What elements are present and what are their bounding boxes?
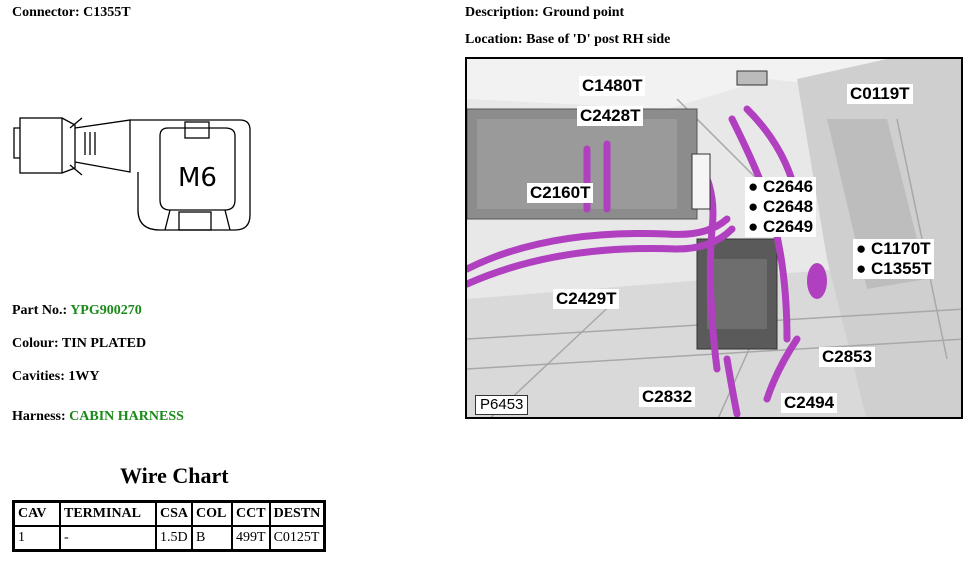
wire-chart-table: CAV TERMINAL CSA COL CCT DESTN 1 - 1.5D … — [12, 500, 327, 552]
callout-c1170t: ● C1170T — [853, 239, 934, 259]
col-header-destn: DESTN — [268, 500, 326, 527]
colour-value: TIN PLATED — [61, 336, 147, 351]
location-line: Location: Base of 'D' post RH side — [465, 32, 670, 48]
col-header-csa: CSA — [154, 500, 194, 527]
callout-c2649-label: C2649 — [763, 217, 814, 236]
harness-line: Harness: CABIN HARNESS — [12, 409, 184, 425]
callout-c0119t: C0119T — [847, 84, 913, 104]
cavities-line: Cavities: 1WY — [12, 369, 100, 385]
cell-cav: 1 — [12, 525, 61, 552]
connector-value: C1355T — [83, 5, 131, 20]
location-value: Base of 'D' post RH side — [526, 32, 671, 47]
description-label: Description: — [465, 5, 539, 20]
cell-destn: C0125T — [268, 525, 326, 552]
location-photo: C1480T C0119T C2428T C2160T ● C2646 ● C2… — [465, 57, 963, 419]
description-value: Ground point — [542, 5, 625, 20]
location-label: Location: — [465, 32, 523, 47]
part-label: Part No.: — [12, 303, 68, 318]
col-header-col: COL — [191, 500, 234, 527]
harness-value-link[interactable]: CABIN HARNESS — [69, 409, 184, 424]
connector-label: Connector: — [12, 5, 80, 20]
part-line: Part No.: YPG900270 — [12, 303, 142, 319]
callout-c2832: C2832 — [639, 387, 696, 407]
callout-c2648-label: C2648 — [763, 197, 814, 216]
cavities-label: Cavities: — [12, 369, 65, 384]
col-header-terminal: TERMINAL — [59, 500, 157, 527]
callout-c2428t: C2428T — [577, 106, 644, 126]
callout-c2646: ● C2646 — [745, 177, 817, 197]
connector-face-label: M6 — [178, 163, 217, 193]
cell-cct: 499T — [231, 525, 271, 552]
colour-line: Colour: TIN PLATED — [12, 336, 146, 352]
cavities-value: 1WY — [68, 369, 100, 384]
callout-c2648: ● C2648 — [745, 197, 817, 217]
wire-chart-header-row: CAV TERMINAL CSA COL CCT DESTN — [12, 500, 326, 527]
callout-c1355t-label: C1355T — [871, 259, 932, 278]
callout-c2853: C2853 — [819, 347, 876, 367]
part-value-link[interactable]: YPG900270 — [70, 303, 142, 318]
callout-c2160t: C2160T — [527, 183, 594, 203]
callout-c1170t-label: C1170T — [871, 239, 931, 258]
colour-label: Colour: — [12, 336, 59, 351]
callout-c1480t: C1480T — [579, 76, 646, 96]
connector-drawing: M6 — [13, 117, 251, 231]
callout-c2649: ● C2649 — [745, 217, 817, 237]
connector-line: Connector: C1355T — [12, 5, 131, 21]
callout-c2646-label: C2646 — [763, 177, 814, 196]
callout-c1355t: ● C1355T — [853, 259, 935, 279]
wire-chart-title: Wire Chart — [120, 463, 229, 488]
callout-c2429t: C2429T — [553, 289, 620, 309]
cell-col: B — [191, 525, 234, 552]
cell-terminal: - — [59, 525, 157, 552]
description-line: Description: Ground point — [465, 5, 624, 21]
harness-label: Harness: — [12, 409, 66, 424]
photo-id-label: P6453 — [475, 395, 529, 415]
cell-csa: 1.5D — [154, 525, 194, 552]
callout-c2494: C2494 — [781, 393, 838, 413]
table-row: 1 - 1.5D B 499T C0125T — [12, 525, 326, 552]
col-header-cav: CAV — [12, 500, 61, 527]
col-header-cct: CCT — [231, 500, 271, 527]
